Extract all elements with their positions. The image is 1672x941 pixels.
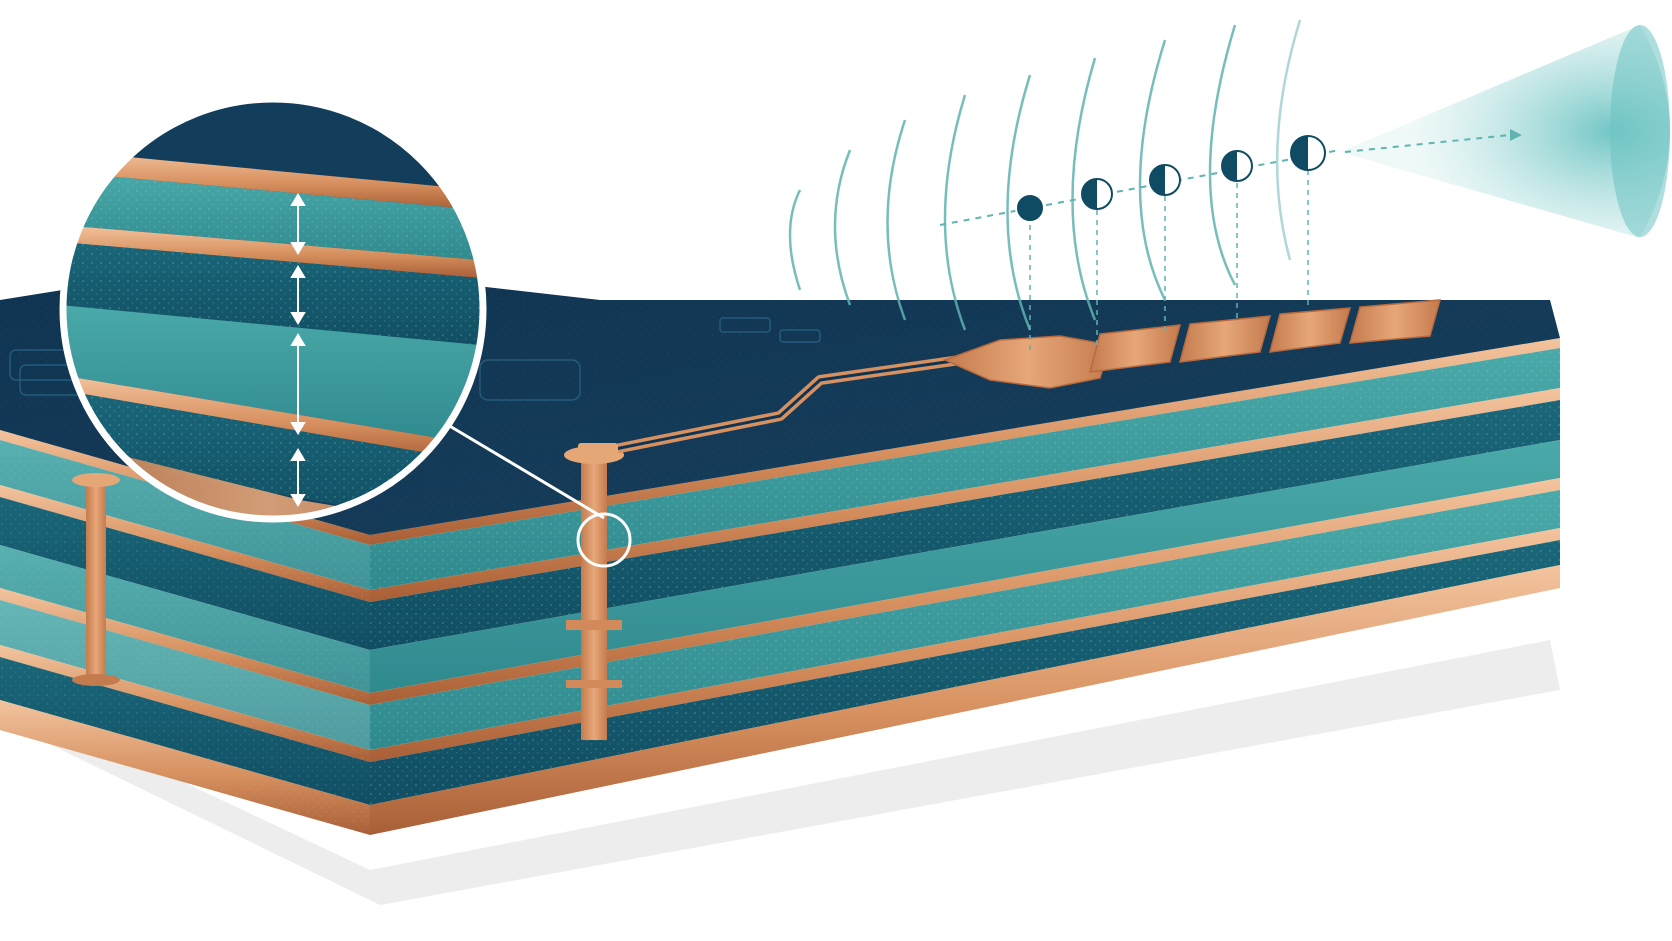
feed-network bbox=[578, 335, 1111, 459]
copper-plane-2 bbox=[370, 478, 1560, 705]
beam-cone-icon bbox=[1340, 25, 1670, 238]
copper-plane-3 bbox=[370, 528, 1560, 762]
feed-pad bbox=[578, 443, 618, 459]
radio-wave-icon bbox=[788, 19, 1302, 331]
patch-element-2 bbox=[1178, 315, 1272, 363]
patch-array bbox=[1088, 299, 1442, 373]
via-left bbox=[72, 473, 120, 686]
bottom-copper-plane bbox=[370, 565, 1560, 835]
top-copper-edge bbox=[370, 338, 1560, 545]
patch-element-3 bbox=[1268, 307, 1352, 353]
patch-element-1 bbox=[1088, 324, 1182, 373]
phase-markers bbox=[939, 135, 1341, 355]
patch-element-4 bbox=[1348, 299, 1442, 344]
phase-marker-icon bbox=[1015, 135, 1326, 223]
front-face-layers bbox=[370, 338, 1560, 835]
dielectric-layer-3 bbox=[370, 440, 1560, 693]
copper-plane-1 bbox=[370, 388, 1560, 602]
thickness-arrows bbox=[290, 193, 306, 507]
